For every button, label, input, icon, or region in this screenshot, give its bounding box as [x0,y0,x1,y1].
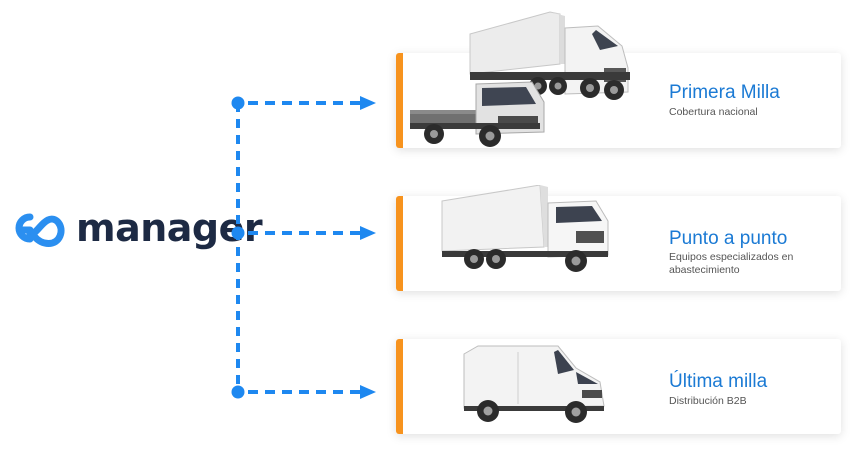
go-manager-logo: manager [0,203,263,253]
accent-bar [396,339,403,434]
connector-node-top [231,96,245,110]
service-description: Distribución B2B [669,395,747,407]
van-icon [463,345,605,423]
brand-name: manager [76,206,263,250]
service-title: Punto a punto [669,228,788,249]
service-description: Cobertura nacional [669,106,758,118]
arrowhead-bottom [360,385,376,399]
trucks-icon [410,11,630,147]
connector-node-middle [231,226,245,240]
service-description: Equipos especializados en abastecimiento [669,251,794,277]
accent-bar [396,53,403,148]
service-title: Última milla [669,371,768,392]
connector-node-bottom [231,385,245,399]
arrowhead-top [360,96,376,110]
box-truck-icon [441,185,609,272]
go-infinity-logo-icon [15,213,65,247]
arrowhead-middle [360,226,376,240]
service-title: Primera Milla [669,82,780,103]
accent-bar [396,196,403,291]
